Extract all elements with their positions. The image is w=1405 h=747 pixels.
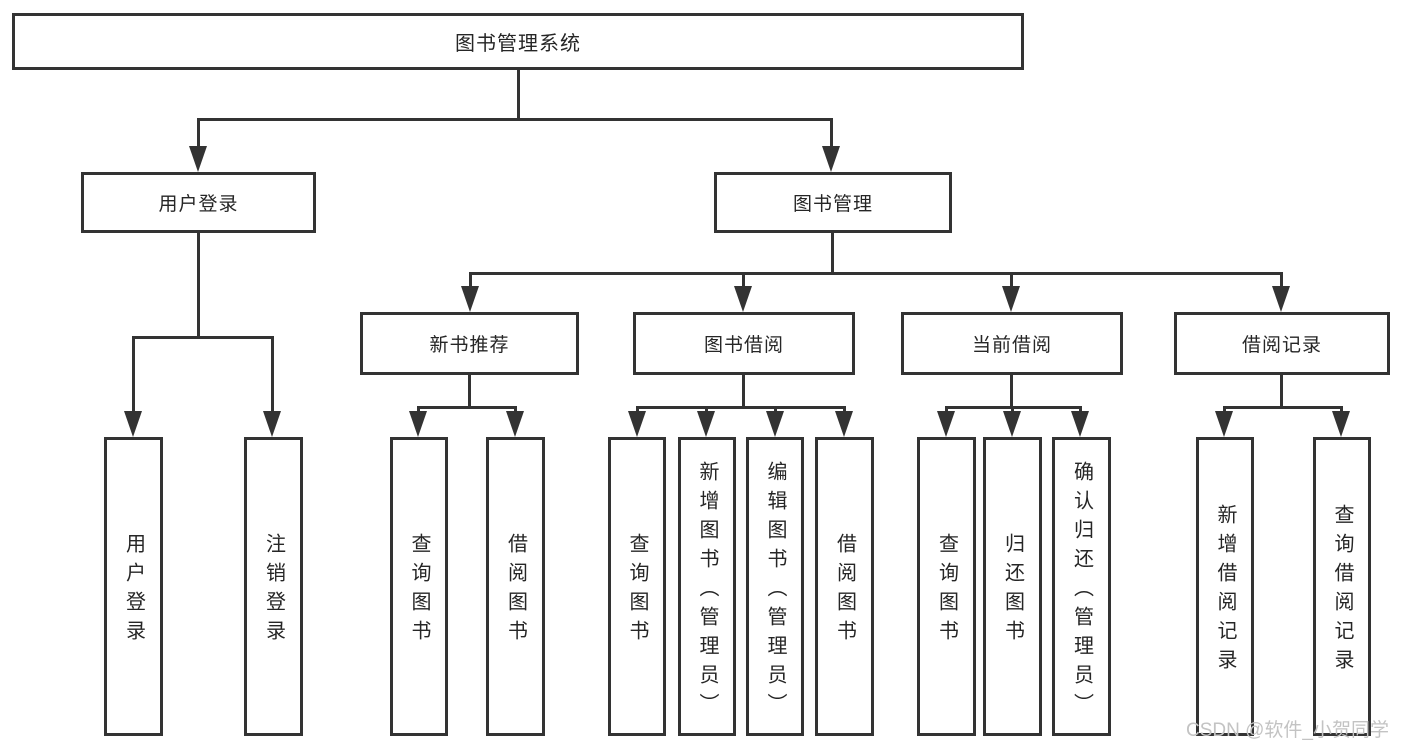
arrowhead-icon bbox=[1332, 411, 1350, 437]
connector-line bbox=[417, 406, 517, 409]
arrowhead-icon bbox=[1002, 286, 1020, 312]
arrowhead-icon bbox=[628, 411, 646, 437]
node-new-book-recommendation: 新书推荐 bbox=[360, 312, 579, 375]
connector-line bbox=[742, 375, 745, 409]
connector-line bbox=[197, 118, 200, 148]
arrowhead-icon bbox=[1272, 286, 1290, 312]
leaf-query-books-current: 查询图书 bbox=[917, 437, 976, 736]
connector-line bbox=[1280, 375, 1283, 409]
leaf-borrow-books-recommend: 借阅图书 bbox=[486, 437, 545, 736]
leaf-query-books-borrowing: 查询图书 bbox=[608, 437, 666, 736]
node-book-borrowing: 图书借阅 bbox=[633, 312, 855, 375]
arrowhead-icon bbox=[697, 411, 715, 437]
connector-line bbox=[132, 336, 274, 339]
connector-line bbox=[742, 272, 745, 288]
connector-line bbox=[1079, 406, 1082, 414]
connector-line bbox=[1010, 272, 1013, 288]
csdn-watermark: CSDN @软件_小贺同学 bbox=[1186, 720, 1389, 741]
connector-line bbox=[514, 406, 517, 414]
connector-line bbox=[1223, 406, 1226, 414]
arrowhead-icon bbox=[1215, 411, 1233, 437]
node-borrowing-records: 借阅记录 bbox=[1174, 312, 1390, 375]
leaf-logout: 注销登录 bbox=[244, 437, 303, 736]
node-library-management-system: 图书管理系统 bbox=[12, 13, 1024, 70]
connector-line bbox=[469, 272, 472, 288]
arrowhead-icon bbox=[263, 411, 281, 437]
leaf-query-borrow-record: 查询借阅记录 bbox=[1313, 437, 1371, 736]
connector-line bbox=[1340, 406, 1343, 414]
arrowhead-icon bbox=[766, 411, 784, 437]
connector-line bbox=[517, 69, 520, 119]
node-book-management: 图书管理 bbox=[714, 172, 952, 233]
connector-line bbox=[1280, 272, 1283, 288]
leaf-add-borrow-record: 新增借阅记录 bbox=[1196, 437, 1254, 736]
connector-line bbox=[830, 118, 833, 148]
arrowhead-icon bbox=[1071, 411, 1089, 437]
arrowhead-icon bbox=[734, 286, 752, 312]
connector-line bbox=[1011, 406, 1014, 414]
connector-line bbox=[1223, 406, 1343, 409]
leaf-edit-book-admin: 编辑图书（管理员） bbox=[746, 437, 804, 736]
leaf-return-book: 归还图书 bbox=[983, 437, 1042, 736]
connector-line bbox=[636, 406, 846, 409]
connector-line bbox=[469, 272, 1283, 275]
connector-line bbox=[945, 406, 948, 414]
leaf-query-books-recommend: 查询图书 bbox=[390, 437, 448, 736]
connector-line bbox=[636, 406, 639, 414]
connector-line bbox=[271, 336, 274, 412]
connector-line bbox=[417, 406, 420, 414]
leaf-borrow-books-borrowing: 借阅图书 bbox=[815, 437, 874, 736]
connector-line bbox=[468, 375, 471, 409]
arrowhead-icon bbox=[409, 411, 427, 437]
arrowhead-icon bbox=[1003, 411, 1021, 437]
arrowhead-icon bbox=[937, 411, 955, 437]
node-current-borrowing: 当前借阅 bbox=[901, 312, 1123, 375]
connector-line bbox=[197, 233, 200, 339]
arrowhead-icon bbox=[506, 411, 524, 437]
arrowhead-icon bbox=[124, 411, 142, 437]
arrowhead-icon bbox=[189, 146, 207, 172]
connector-line bbox=[843, 406, 846, 414]
leaf-add-book-admin: 新增图书（管理员） bbox=[678, 437, 736, 736]
connector-line bbox=[705, 406, 708, 414]
arrowhead-icon bbox=[461, 286, 479, 312]
arrowhead-icon bbox=[835, 411, 853, 437]
connector-line bbox=[132, 336, 135, 412]
connector-line bbox=[774, 406, 777, 414]
leaf-confirm-return-admin: 确认归还（管理员） bbox=[1052, 437, 1111, 736]
connector-line bbox=[197, 118, 833, 121]
arrowhead-icon bbox=[822, 146, 840, 172]
node-user-login: 用户登录 bbox=[81, 172, 316, 233]
connector-line bbox=[1010, 375, 1013, 409]
leaf-user-login: 用户登录 bbox=[104, 437, 163, 736]
connector-line bbox=[831, 233, 834, 275]
